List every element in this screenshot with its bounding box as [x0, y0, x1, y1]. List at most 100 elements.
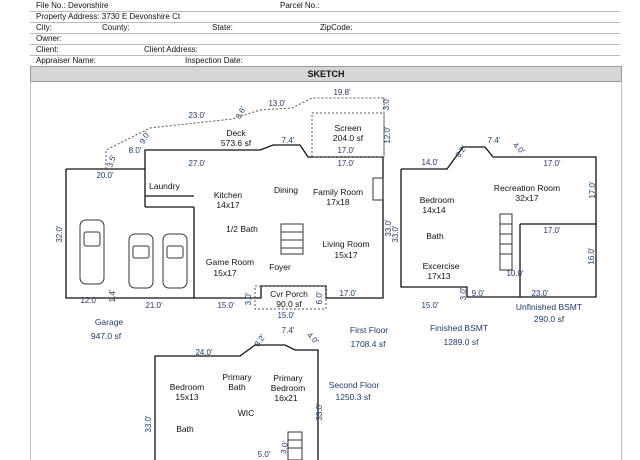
- dim-label: 33.0': [144, 415, 153, 433]
- finished-bsmt-area: 1289.0 sf: [444, 337, 480, 347]
- bsmt-bath-label: Bath: [426, 231, 444, 241]
- recreation-room-label: Recreation Room: [494, 183, 560, 193]
- exercise-label: Excercise: [423, 261, 460, 271]
- header-row-3: City: County: State: ZipCode:: [30, 22, 620, 34]
- game-room-dim: 15x17: [213, 268, 236, 278]
- dim-label: 17.0': [588, 181, 597, 199]
- dim-label: 4.0': [305, 331, 321, 347]
- up-bedroom-dim: 15x13: [175, 392, 198, 402]
- client: Client:: [36, 45, 59, 54]
- deck-area: 573.6 sf: [221, 138, 252, 148]
- living-room-dim: 15x17: [334, 250, 357, 260]
- dim-label: 3.0': [244, 292, 253, 305]
- stairs: [280, 177, 513, 460]
- dim-label: 24.0': [195, 348, 213, 357]
- dim-label: 6.0': [315, 291, 324, 304]
- deck-label: Deck: [226, 128, 246, 138]
- dim-label: 33.0': [384, 219, 393, 237]
- dim-label: 17.0': [337, 146, 355, 155]
- finished-bsmt-label: Finished BSMT: [430, 323, 488, 333]
- dim-label: 10.0': [506, 269, 524, 278]
- state: State:: [212, 23, 233, 32]
- city: City:: [36, 23, 52, 32]
- second-floor-label: Second Floor: [329, 380, 380, 390]
- bsmt-bedroom-dim: 14x14: [422, 205, 445, 215]
- primary-bedroom-label-2: Bedroom: [271, 383, 306, 393]
- family-room-label: Family Room: [313, 187, 363, 197]
- county: County:: [102, 23, 130, 32]
- dining-label: Dining: [274, 185, 298, 195]
- deck-outline: [105, 97, 385, 310]
- exercise-dim: 17x13: [427, 271, 450, 281]
- unfinished-bsmt-label: Unfinished BSMT: [516, 302, 582, 312]
- dim-label: 12.0': [383, 126, 392, 144]
- dim-label: 15.0': [217, 301, 235, 310]
- dim-label: 8.0': [129, 146, 142, 155]
- dim-label: 14.0': [421, 158, 439, 167]
- wic-label: WIC: [238, 408, 255, 418]
- header-row-5: Client: Client Address:: [30, 44, 620, 56]
- dim-label: 16.0': [587, 247, 596, 265]
- sketch-title: SKETCH: [30, 66, 622, 82]
- dim-label: 17.0': [339, 289, 357, 298]
- dim-label: 21.0': [145, 301, 163, 310]
- dim-label: 23.0': [188, 111, 206, 120]
- dim-label: 5.0': [258, 450, 271, 459]
- dim-label: 9.0': [472, 289, 485, 298]
- second-floor-area: 1250.3 sf: [336, 392, 372, 402]
- dim-label: 23.0': [531, 289, 549, 298]
- dim-label: 3.0': [459, 287, 468, 300]
- kitchen-dim: 14x17: [216, 200, 239, 210]
- parcel-no: Parcel No.:: [280, 1, 320, 10]
- porch-area: 90.0 sf: [276, 299, 302, 309]
- file-no: File No.: Devonshire: [36, 1, 109, 10]
- zipcode: ZipCode:: [320, 23, 353, 32]
- primary-bedroom-label-1: Primary: [273, 373, 303, 383]
- first-floor-area: 1708.4 sf: [351, 339, 387, 349]
- dim-label: 13.0': [268, 99, 286, 108]
- dim-label: 9.0': [138, 130, 152, 146]
- kitchen-label: Kitchen: [214, 190, 243, 200]
- living-room-label: Living Room: [322, 239, 369, 249]
- porch-label: Cvr Porch: [270, 289, 308, 299]
- family-room-dim: 17x18: [326, 197, 349, 207]
- foyer-label: Foyer: [269, 262, 291, 272]
- walls: [65, 144, 597, 460]
- room-labels: Deck 573.6 sf Screen 204.0 sf Laundry Ki…: [91, 123, 582, 434]
- screen-area: 204.0 sf: [333, 133, 364, 143]
- dim-label: 17.0': [543, 226, 561, 235]
- primary-bath-label-2: Bath: [228, 382, 246, 392]
- dim-label: 3.6': [234, 105, 248, 121]
- garage-area: 947.0 sf: [91, 331, 122, 341]
- screen-label: Screen: [335, 123, 362, 133]
- dim-label: 3.0': [279, 440, 290, 454]
- dim-label: 15.0': [277, 311, 295, 320]
- primary-bath-label-1: Primary: [222, 372, 252, 382]
- dim-label: 3.0': [382, 97, 391, 110]
- appraiser-name: Appraiser Name:: [36, 56, 97, 65]
- up-bath-label: Bath: [176, 424, 194, 434]
- inspection-date: Inspection Date:: [185, 56, 243, 65]
- garage-label: Garage: [95, 317, 124, 327]
- property-address: Property Address: 3730 E Devonshire Ct: [36, 12, 181, 21]
- dim-label: 20.0': [96, 171, 114, 180]
- sketch-frame: [30, 81, 622, 460]
- primary-bedroom-dim: 16x21: [274, 393, 297, 403]
- dim-label: 7.4': [282, 136, 295, 145]
- client-address: Client Address:: [144, 45, 198, 54]
- dim-label: 33.0': [391, 225, 400, 243]
- bsmt-bedroom-label: Bedroom: [420, 195, 455, 205]
- dim-label: 15.0': [421, 301, 439, 310]
- car-icons: [79, 219, 188, 289]
- unfinished-bsmt-area: 290.0 sf: [534, 314, 565, 324]
- dim-label: 12.0': [80, 296, 98, 305]
- dim-label: 4.0': [511, 141, 527, 157]
- dim-label: 17.0': [337, 159, 355, 168]
- game-room-label: Game Room: [206, 257, 254, 267]
- owner: Owner:: [36, 34, 62, 43]
- up-bedroom-label: Bedroom: [170, 382, 205, 392]
- dim-label: 7.4': [488, 136, 501, 145]
- header-row-2: Property Address: 3730 E Devonshire Ct: [30, 11, 620, 23]
- recreation-room-dim: 32x17: [515, 193, 538, 203]
